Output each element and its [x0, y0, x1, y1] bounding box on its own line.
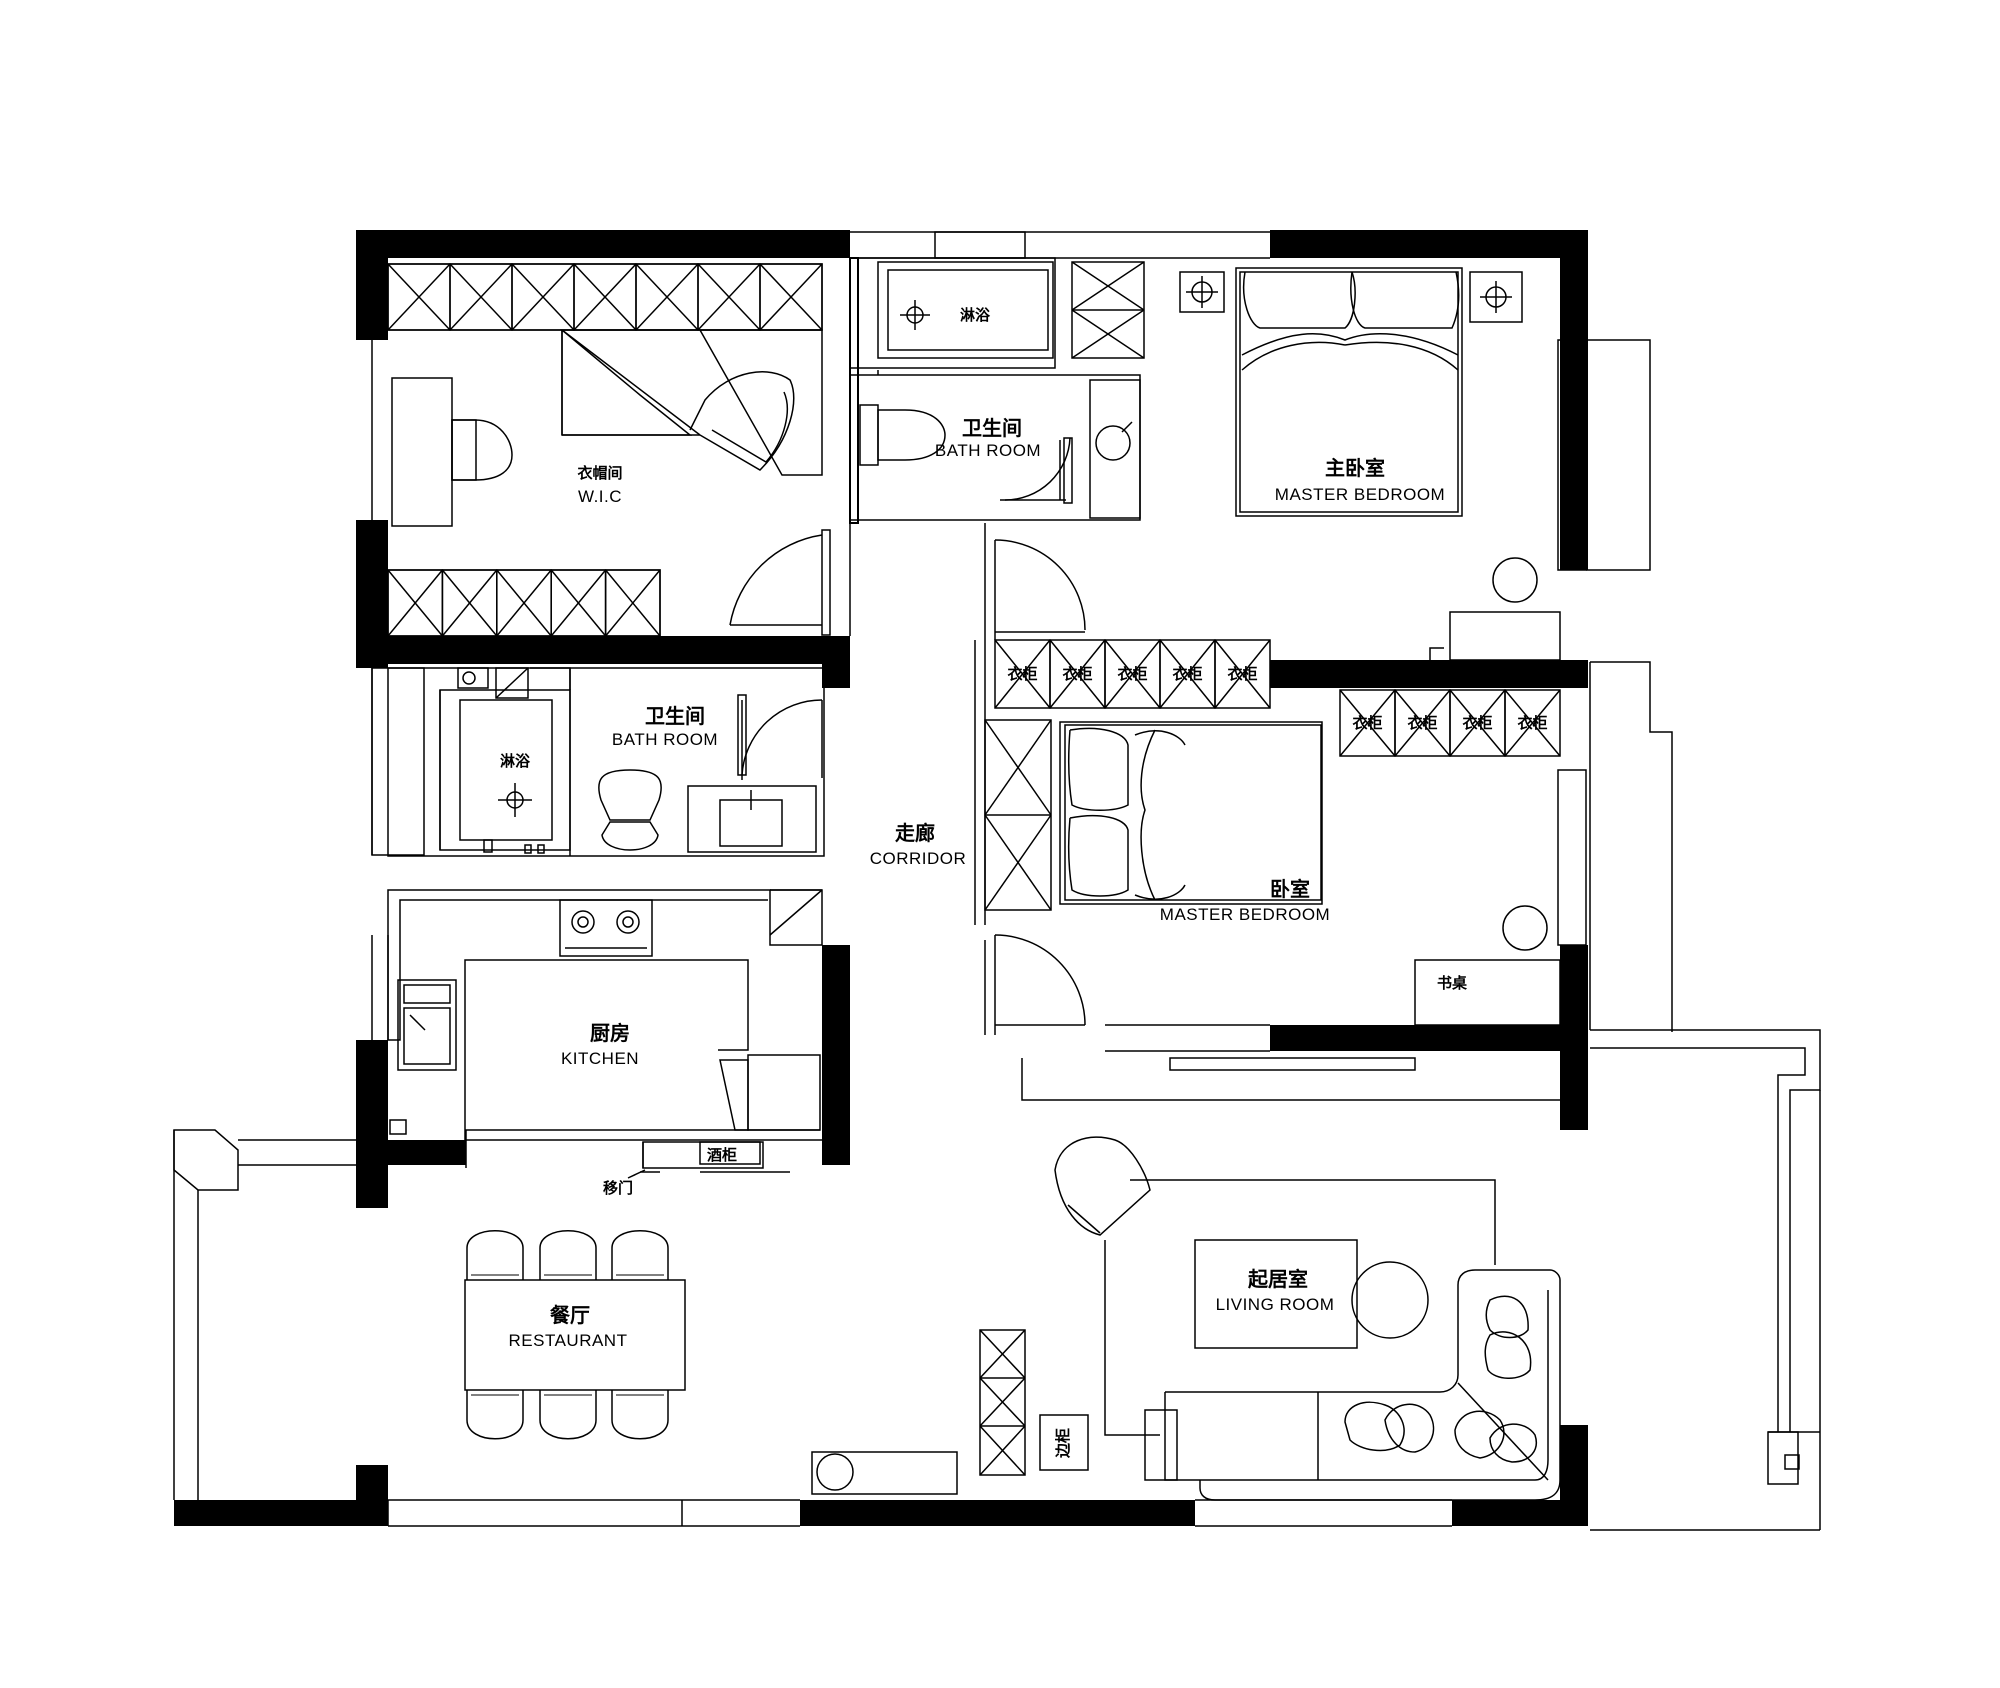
wine-cabinet-label: 酒柜 [707, 1146, 737, 1164]
wardrobe-cell: 衣柜 [1394, 689, 1451, 757]
wardrobe-cell: 衣柜 [1504, 689, 1561, 757]
wic-wardrobe-cell [759, 263, 823, 331]
wardrobe-cell: 衣柜 [1214, 639, 1271, 709]
bath-top-label-en: BATH ROOM [935, 441, 1041, 460]
wardrobe-label: 衣柜 [1062, 665, 1092, 683]
wardrobe-cell: 衣柜 [994, 639, 1051, 709]
walls [174, 230, 1588, 1526]
desk-label: 书桌 [1437, 974, 1468, 992]
wardrobe-label: 衣柜 [1462, 714, 1492, 732]
master-wardrobe-row: 衣柜 衣柜 衣柜 衣柜 衣柜 [994, 639, 1271, 709]
side-cabinet-label: 边柜 [1054, 1428, 1072, 1459]
wic-wardrobe-cell [387, 569, 444, 637]
wardrobe-cell: 衣柜 [1159, 639, 1216, 709]
wic-wardrobe-cell [441, 569, 498, 637]
wardrobe-label: 衣柜 [1007, 665, 1037, 683]
bath-top-shower-label: 淋浴 [960, 306, 991, 324]
wic-label-en: W.I.C [578, 487, 622, 506]
wardrobe-cell: 衣柜 [1049, 639, 1106, 709]
dining-chair [466, 1390, 524, 1440]
living-label-zh: 起居室 [1247, 1267, 1308, 1291]
bath-left-shower-label: 淋浴 [500, 752, 531, 770]
wic-wardrobe-cell [511, 263, 575, 331]
bedroom-label-zh: 卧室 [1270, 877, 1310, 901]
wic-label-zh: 衣帽间 [577, 464, 622, 482]
master-bedroom-label-zh: 主卧室 [1325, 456, 1385, 480]
wic-wardrobe-cell [449, 263, 513, 331]
dining-chair [611, 1230, 669, 1280]
wic-wardrobe-cell [496, 569, 552, 637]
wardrobe-label: 衣柜 [1172, 665, 1202, 683]
wic-wardrobe-cell [635, 263, 699, 331]
wardrobe-label: 衣柜 [1407, 714, 1437, 732]
sliding-door-label: 移门 [603, 1179, 633, 1197]
room-living: 边柜 起居室 LIVING ROOM [979, 1136, 1561, 1501]
master-bedroom-label-en: MASTER BEDROOM [1275, 485, 1445, 504]
wardrobe-cell: 衣柜 [1449, 689, 1506, 757]
restaurant-label-en: RESTAURANT [509, 1331, 628, 1350]
bedroom-label-en: MASTER BEDROOM [1160, 905, 1330, 924]
wic-wardrobe-cell [697, 263, 761, 331]
room-master-bedroom: 主卧室 MASTER BEDROOM 衣柜 衣柜 衣柜 衣柜 衣柜 [984, 267, 1561, 709]
kitchen-label-zh: 厨房 [590, 1021, 630, 1045]
dining-chair [466, 1230, 524, 1280]
dining-chair [539, 1230, 597, 1280]
bath-left-label-zh: 卫生间 [645, 704, 705, 728]
living-label-en: LIVING ROOM [1216, 1295, 1335, 1314]
wic-wardrobe-cell [573, 263, 637, 331]
room-kitchen: 酒柜 移门 厨房 KITCHEN [387, 889, 823, 1197]
wardrobe-label: 衣柜 [1352, 714, 1382, 732]
wic-wardrobe-cell [604, 569, 661, 637]
room-restaurant: 餐厅 RESTAURANT [464, 1230, 958, 1495]
kitchen-label-en: KITCHEN [561, 1049, 639, 1068]
room-wic: 衣帽间 W.I.C [387, 263, 831, 637]
wardrobe-cell: 衣柜 [1339, 689, 1396, 757]
wardrobe-label: 衣柜 [1117, 665, 1147, 683]
dining-chair [539, 1390, 597, 1440]
room-bath-left: 淋浴 卫生间 BATH ROOM [387, 667, 825, 857]
room-corridor: 走廊 CORRIDOR [849, 523, 986, 925]
wardrobe-cell: 衣柜 [1104, 639, 1161, 709]
dining-chair [611, 1390, 669, 1440]
wic-wardrobe-cell [387, 263, 451, 331]
bath-left-label-en: BATH ROOM [612, 730, 718, 749]
corridor-label-zh: 走廊 [895, 821, 935, 845]
bath-top-label-zh: 卫生间 [962, 416, 1022, 440]
room-bedroom: 衣柜 衣柜 衣柜 衣柜 书桌 卧室 MASTER BEDROOM [984, 689, 1561, 1052]
restaurant-label-zh: 餐厅 [550, 1303, 590, 1327]
wic-wardrobe-cell [550, 569, 607, 637]
corridor-label-en: CORRIDOR [870, 849, 967, 868]
wardrobe-label: 衣柜 [1517, 714, 1547, 732]
wardrobe-label: 衣柜 [1227, 665, 1257, 683]
room-bath-top: 淋浴 卫生间 BATH ROOM [849, 257, 1145, 524]
